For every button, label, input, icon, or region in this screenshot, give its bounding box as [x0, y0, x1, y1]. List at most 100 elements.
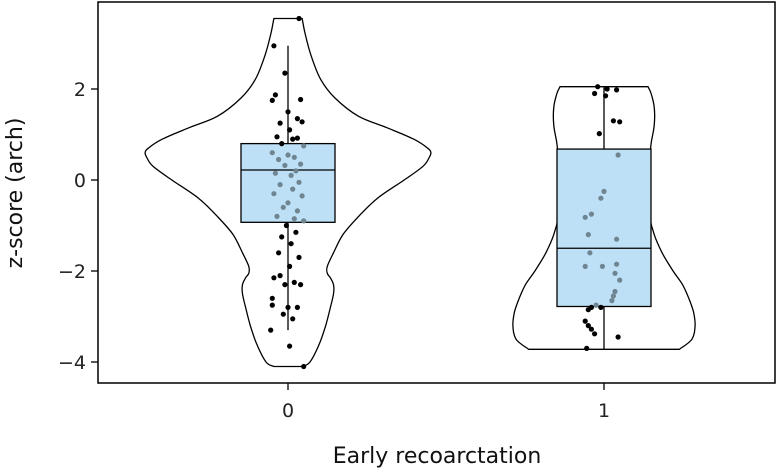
- data-point-group-0: [291, 154, 297, 160]
- data-point-group-1: [585, 307, 591, 313]
- data-point-group-0: [269, 97, 275, 103]
- data-point-group-0: [269, 150, 275, 156]
- data-point-group-0: [301, 143, 307, 149]
- data-point-group-1: [609, 298, 615, 304]
- y-axis-title: z-score (arch): [3, 118, 28, 269]
- points-layer: [268, 15, 623, 370]
- data-point-group-0: [291, 216, 297, 222]
- data-point-group-0: [299, 119, 305, 125]
- data-point-group-1: [582, 263, 588, 269]
- data-point-group-0: [276, 250, 282, 256]
- data-point-group-0: [272, 170, 278, 176]
- data-point-group-0: [301, 363, 307, 370]
- data-point-group-1: [615, 334, 621, 340]
- data-point-group-0: [294, 304, 300, 310]
- data-point-group-0: [287, 127, 293, 133]
- data-point-group-1: [617, 277, 623, 283]
- data-point-group-0: [296, 179, 302, 185]
- data-point-group-0: [287, 343, 293, 349]
- data-point-group-0: [271, 191, 277, 197]
- data-point-group-0: [277, 273, 283, 279]
- x-tick-label-0: 0: [282, 400, 294, 422]
- data-point-group-0: [291, 279, 297, 285]
- data-point-group-0: [282, 282, 288, 288]
- data-point-group-0: [276, 156, 282, 163]
- data-point-group-1: [587, 250, 593, 256]
- data-point-group-0: [298, 161, 304, 167]
- data-point-group-0: [285, 109, 291, 115]
- data-point-group-1: [598, 195, 604, 201]
- x-axis-title: Early recoarctation: [333, 444, 542, 469]
- data-point-group-0: [283, 222, 289, 229]
- data-point-group-0: [271, 275, 277, 281]
- data-point-group-1: [599, 263, 606, 269]
- data-point-group-0: [282, 70, 288, 76]
- data-point-group-0: [296, 15, 302, 22]
- data-point-group-0: [277, 182, 283, 188]
- data-point-group-0: [296, 254, 302, 260]
- data-point-group-1: [584, 345, 590, 351]
- data-point-group-1: [604, 86, 610, 92]
- data-point-group-1: [588, 326, 595, 332]
- y-axis: −4 −2 0 2: [58, 79, 98, 374]
- data-point-group-1: [598, 304, 604, 310]
- data-point-group-1: [601, 188, 607, 194]
- data-point-group-0: [299, 193, 305, 199]
- data-point-group-0: [272, 92, 278, 98]
- data-point-group-0: [298, 96, 304, 103]
- data-point-group-0: [269, 295, 275, 301]
- data-point-group-1: [592, 331, 598, 337]
- data-point-group-0: [285, 304, 291, 310]
- data-point-group-1: [614, 87, 620, 93]
- y-tick-label-0: 0: [74, 170, 86, 192]
- data-point-group-1: [582, 318, 588, 324]
- data-point-group-1: [593, 302, 599, 308]
- data-point-group-0: [298, 282, 304, 288]
- y-tick-label--2: −2: [58, 261, 86, 283]
- data-point-group-0: [290, 186, 296, 192]
- data-point-group-1: [595, 84, 601, 90]
- data-point-group-0: [268, 327, 274, 333]
- data-point-group-0: [269, 302, 275, 308]
- box-group-1: [556, 148, 652, 308]
- data-point-group-1: [585, 323, 591, 329]
- data-point-group-0: [288, 172, 294, 178]
- data-point-group-1: [582, 214, 588, 220]
- data-point-group-0: [285, 152, 291, 158]
- data-point-group-0: [293, 229, 299, 235]
- data-point-group-0: [288, 241, 294, 247]
- data-point-group-1: [614, 236, 620, 242]
- data-point-group-0: [287, 263, 293, 269]
- data-point-group-0: [290, 316, 296, 322]
- data-point-group-0: [280, 204, 286, 210]
- data-point-group-0: [274, 213, 280, 219]
- data-point-group-1: [612, 288, 618, 295]
- data-point-group-1: [588, 211, 595, 217]
- data-point-group-0: [277, 120, 283, 126]
- data-point-group-0: [290, 136, 296, 142]
- data-point-group-1: [603, 93, 609, 99]
- data-point-group-1: [612, 270, 618, 276]
- x-tick-label-1: 1: [598, 400, 610, 422]
- data-point-group-0: [285, 200, 291, 206]
- data-point-group-0: [294, 116, 300, 122]
- data-point-group-1: [596, 131, 602, 137]
- data-point-group-0: [294, 135, 300, 141]
- data-point-group-1: [592, 90, 598, 97]
- data-point-group-0: [279, 141, 285, 147]
- data-point-group-0: [279, 234, 285, 240]
- data-point-group-1: [615, 152, 621, 158]
- data-point-group-0: [294, 208, 300, 214]
- data-point-group-0: [271, 43, 277, 49]
- y-tick-label-2: 2: [74, 79, 86, 101]
- data-point-group-0: [282, 162, 288, 168]
- data-point-group-1: [585, 232, 591, 238]
- data-point-group-1: [610, 293, 617, 299]
- boxes-layer: [240, 45, 652, 350]
- data-point-group-0: [274, 134, 280, 140]
- data-point-group-0: [293, 168, 299, 174]
- y-tick-label--4: −4: [58, 352, 86, 374]
- data-point-group-0: [301, 218, 307, 224]
